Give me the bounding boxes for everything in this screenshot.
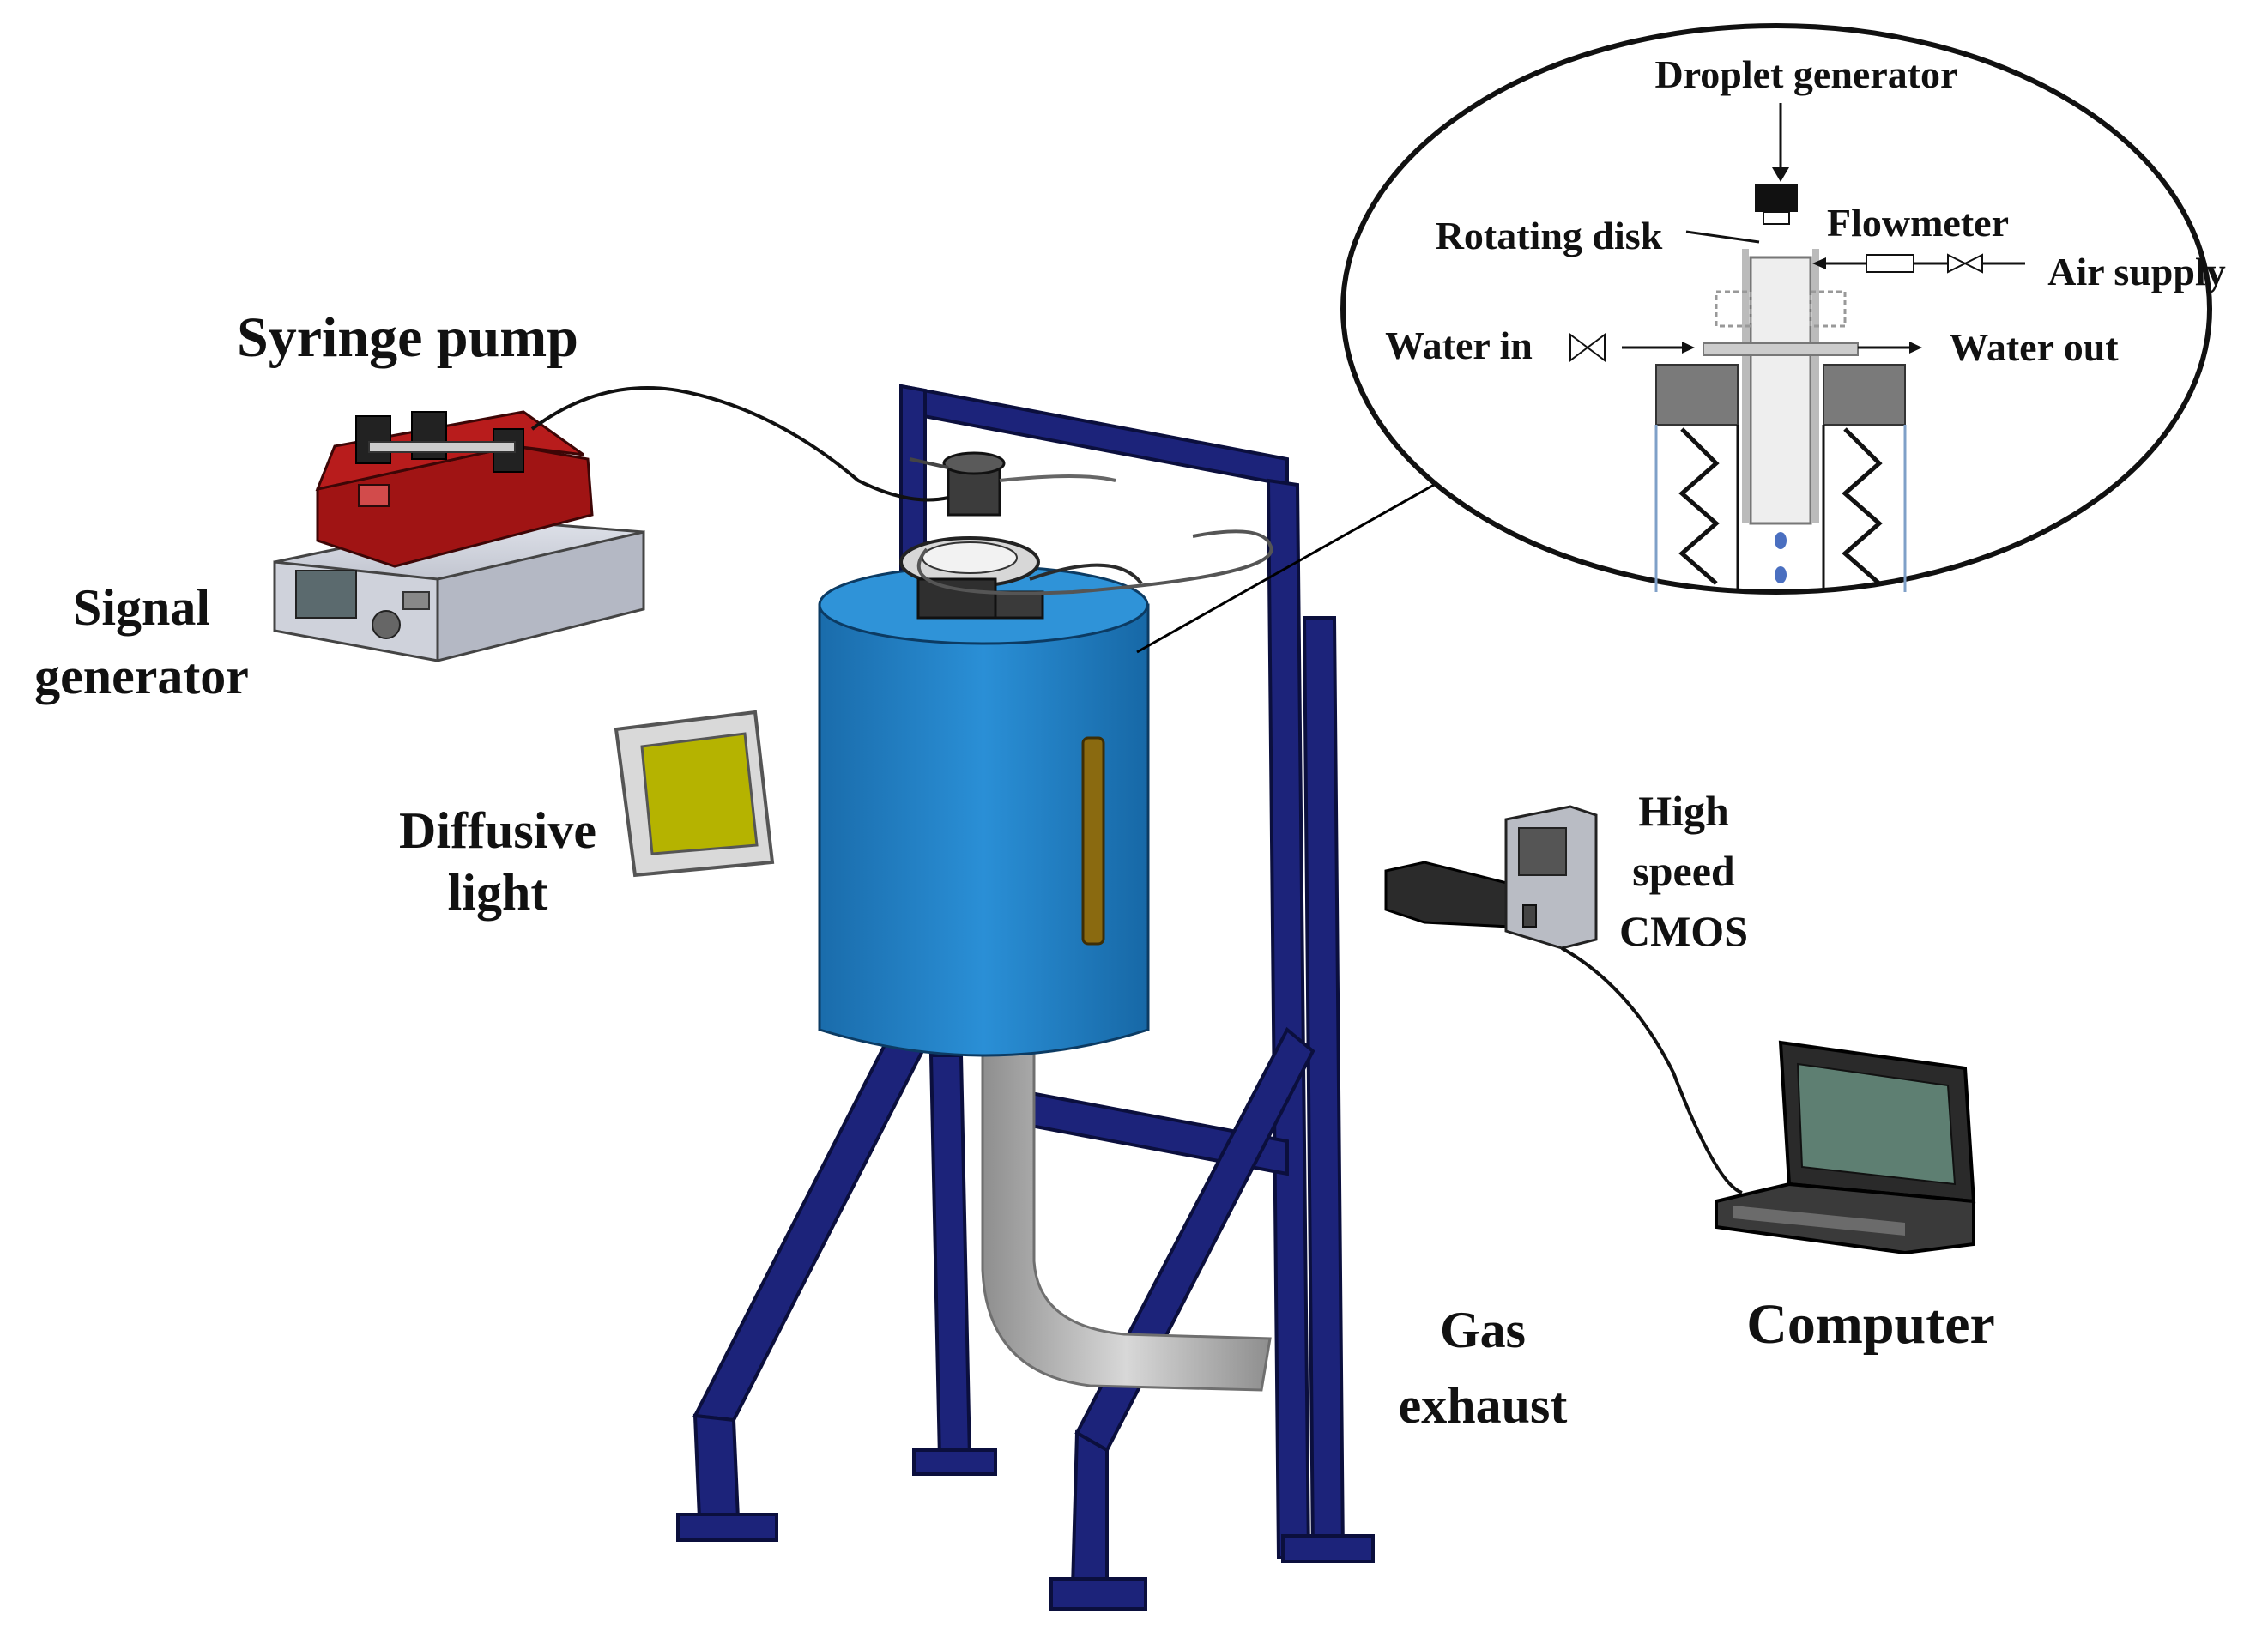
- label-diffusive-light-line1: Diffusive: [399, 802, 596, 859]
- label-computer: Computer: [1746, 1293, 1995, 1356]
- inset-label-air-supply: Air supply: [2047, 250, 2226, 293]
- syringe-pump-device: [315, 410, 594, 568]
- label-syringe-pump: Syringe pump: [237, 306, 578, 369]
- label-signal-generator-line2: generator: [34, 648, 249, 704]
- label-gas-exhaust-line1: Gas: [1440, 1302, 1526, 1358]
- inset-detail: [1340, 23, 2212, 595]
- inset-label-rotating-disk: Rotating disk: [1436, 214, 1663, 257]
- rotating-disk-assembly: [899, 536, 1143, 620]
- camera-cable: [1561, 946, 1743, 1194]
- inset-label-water-out: Water out: [1949, 325, 2119, 369]
- observation-window: [1081, 736, 1105, 946]
- air-tubing: [916, 529, 1273, 595]
- laptop-computer: [1715, 1040, 1976, 1255]
- label-diffusive-light-line2: light: [448, 864, 548, 921]
- label-gas-exhaust-line2: exhaust: [1399, 1377, 1568, 1434]
- high-speed-camera: [1384, 805, 1598, 950]
- inset-label-flowmeter: Flowmeter: [1827, 201, 2009, 245]
- combustion-chamber: [818, 565, 1150, 1057]
- inset-label-droplet-generator: Droplet generator: [1655, 52, 1958, 96]
- diffusive-light-device: [614, 710, 775, 878]
- label-camera-line2: speed: [1632, 847, 1735, 895]
- label-camera-line1: High: [1638, 787, 1729, 835]
- inset-label-water-in: Water in: [1385, 323, 1533, 367]
- exhaust-pipe: [981, 1019, 1272, 1392]
- label-camera-line3: CMOS: [1619, 907, 1748, 955]
- callout-line: [1136, 479, 1442, 654]
- pump-tubing: [530, 386, 949, 502]
- droplet-generator-device: [909, 451, 1116, 517]
- support-frame: [676, 384, 1375, 1611]
- label-signal-generator-line1: Signal: [73, 579, 210, 636]
